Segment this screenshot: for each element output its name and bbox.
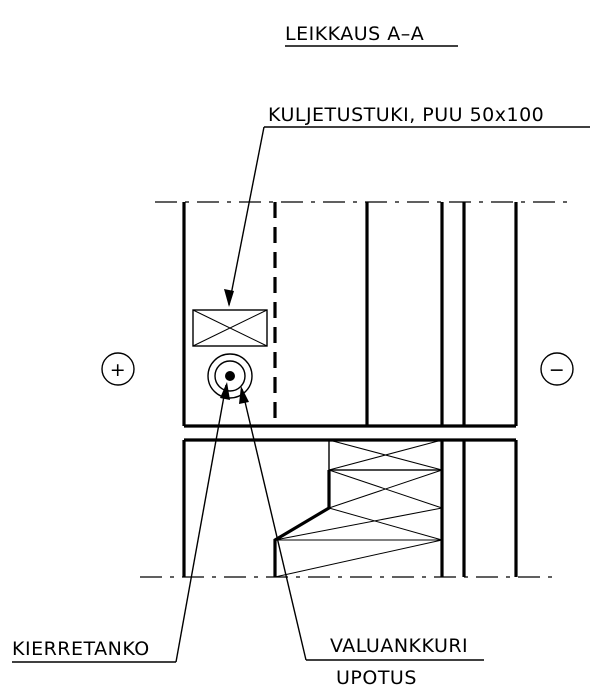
minus-symbol: − (549, 359, 565, 381)
recess-box-cross-2 (328, 439, 443, 471)
section-title: LEIKKAUS A–A (285, 23, 424, 45)
anchor-leader-arrow (239, 386, 249, 404)
recess-box (328, 439, 443, 471)
plus-symbol: + (110, 359, 126, 381)
anchor-leader-line (241, 388, 307, 661)
threaded-rod-leader-line (175, 384, 227, 663)
rod-inner-circle (214, 360, 246, 392)
anchor-recess-outline (273, 470, 331, 577)
threaded-rod-label: KIERRETANKO (12, 638, 150, 660)
anchor-diagonal-6 (274, 539, 443, 578)
support-label: KULJETUSTUKI, PUU 50x100 (268, 104, 544, 126)
wood-support-cross-2 (192, 309, 268, 347)
anchor-label: VALUANKKURI (330, 635, 468, 657)
threaded-rod-leader-arrow (220, 382, 230, 400)
plus-circle (101, 352, 135, 386)
support-leader-line (228, 126, 265, 306)
anchor-diagonal-2 (328, 469, 443, 509)
minus-circle (540, 352, 574, 386)
anchor-diagonal-4 (274, 507, 443, 541)
support-leader-arrow (224, 289, 234, 307)
rod-center (225, 371, 235, 381)
recess-label: UPOTUS (336, 667, 417, 689)
wood-support-box (192, 309, 268, 347)
anchor-diagonal-3 (328, 507, 443, 541)
rod-outer-circle (207, 353, 253, 399)
